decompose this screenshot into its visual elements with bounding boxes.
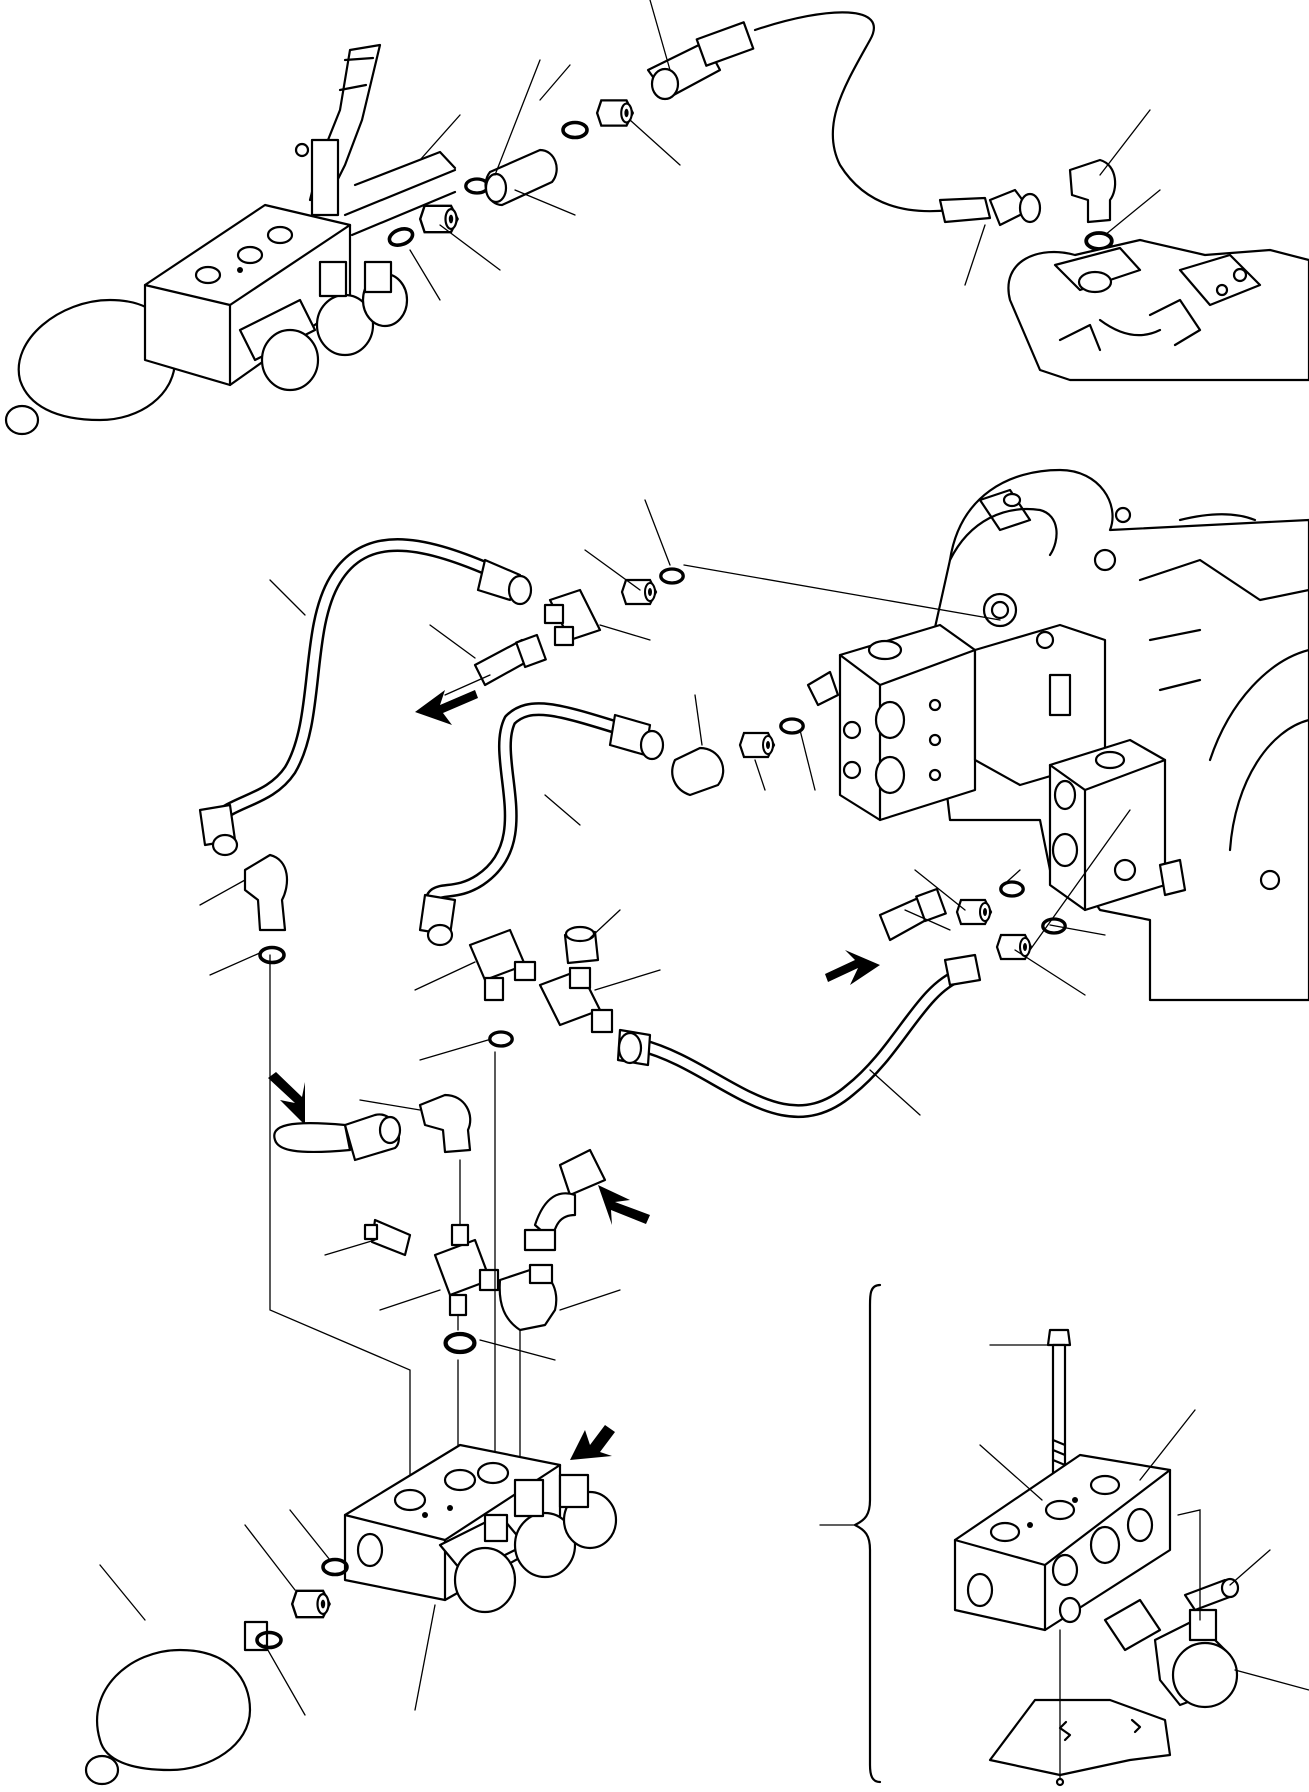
cap-nut	[563, 925, 600, 965]
valve-block-lower	[343, 1443, 618, 1614]
accumulator-lower	[84, 1620, 269, 1786]
hose-end-lower-right	[523, 1148, 607, 1252]
tee-fitting-center-right	[538, 966, 614, 1034]
valve-block-top	[143, 203, 409, 392]
inset-brace	[853, 1283, 882, 1784]
elbow-lower	[418, 1093, 472, 1154]
elbow-lower-right	[498, 1263, 558, 1332]
arrow-left-lower	[598, 1185, 650, 1225]
hose-end-vertical-top	[294, 43, 382, 217]
elbow-middle	[671, 717, 805, 797]
top-right-hose-end	[938, 158, 1117, 249]
hose-end-lower-left	[273, 1113, 402, 1162]
arrow-right-mid	[825, 950, 880, 985]
connector-offpage-left	[444, 633, 547, 696]
inset-bolt	[1046, 1328, 1072, 1477]
inset-solenoid	[1103, 1598, 1239, 1709]
hose-left-large	[198, 538, 533, 857]
leader-lines-lower	[99, 1099, 621, 1716]
hose-lower-right	[616, 953, 982, 1119]
elbow-left	[243, 853, 289, 963]
cross-fitting	[433, 1223, 500, 1317]
travel-motor-assembly	[806, 468, 1309, 1002]
arrow-lower-block	[570, 1425, 615, 1460]
arrow-left	[415, 690, 478, 725]
pump-top-right	[1007, 238, 1309, 382]
inset-valve-block	[953, 1453, 1172, 1632]
leader-lines-top	[409, 0, 1161, 301]
inset-screw	[1183, 1577, 1240, 1612]
hose-middle	[418, 702, 665, 947]
connector-offpage-right	[878, 887, 947, 942]
leader-lines-middle	[199, 499, 1106, 1116]
top-fitting-row	[385, 21, 755, 250]
top-valve-block-assembly	[4, 43, 457, 436]
pressure-sensor	[363, 1218, 412, 1257]
tee-fitting-center-left	[468, 928, 537, 1048]
arrow-down-left	[268, 1072, 305, 1125]
tee-fitting-upper	[543, 567, 685, 647]
top-hose-line	[753, 11, 952, 213]
inset-gasket	[988, 1698, 1172, 1777]
inset-group	[819, 1283, 1309, 1787]
